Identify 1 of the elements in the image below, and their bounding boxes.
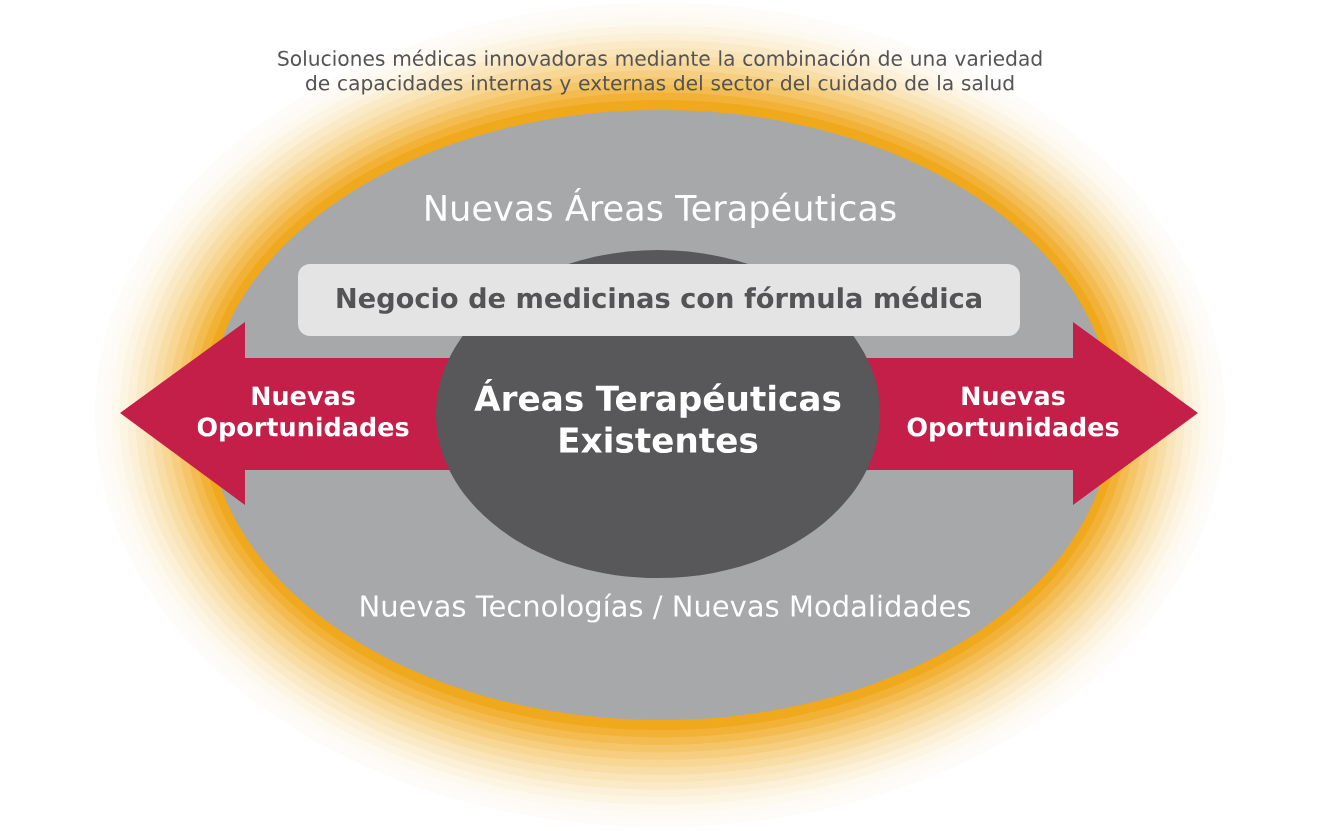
label-box: Negocio de medicinas con fórmula médica [298, 264, 1020, 336]
